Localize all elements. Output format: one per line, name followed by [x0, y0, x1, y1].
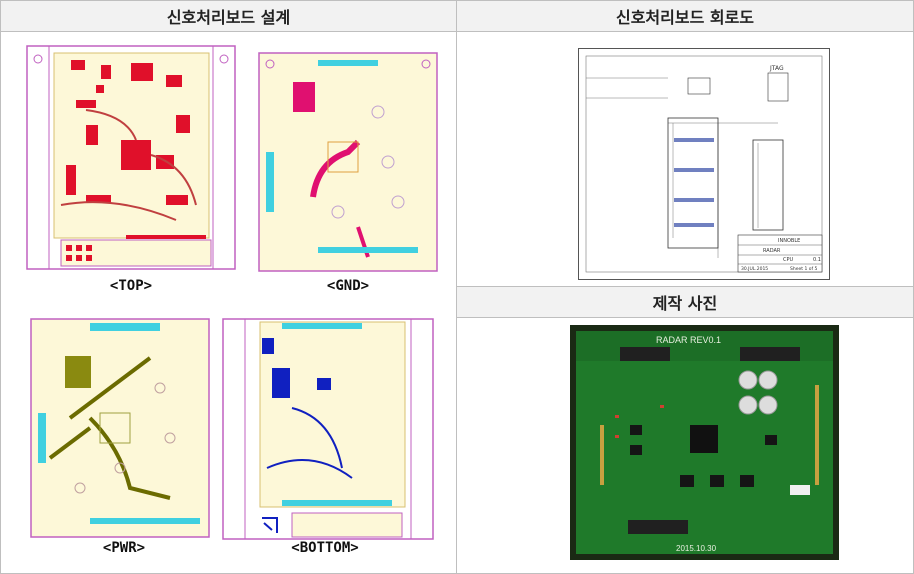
layer-caption-gnd: <GND> — [326, 278, 370, 294]
board-label: RADAR REV0.1 — [656, 335, 721, 345]
schematic-revision: 0.1 — [813, 257, 821, 263]
layer-caption-top: <TOP> — [109, 278, 153, 294]
schematic-drawing: JTAG INNOBLE RADAR CPU 0.1 30.JUL.2015 S… — [578, 48, 830, 280]
pcb-gnd-layer — [258, 52, 438, 272]
schematic-date: 30.JUL.2015 — [741, 266, 768, 272]
photo-header: 제작 사진 — [457, 287, 913, 318]
schematic-sheet: Sheet 1 of 5 — [790, 266, 818, 272]
pcb-pwr-layer — [30, 318, 210, 538]
design-header: 신호처리보드 설계 — [1, 1, 456, 32]
photo-title: 제작 사진 — [652, 294, 718, 313]
layer-caption-pwr: <PWR> — [102, 540, 146, 556]
board-photo: RADAR REV0.1 2015.10.30 — [570, 325, 839, 560]
schematic-company: INNOBLE — [778, 238, 800, 244]
schematic-jtag-label: JTAG — [769, 65, 784, 72]
design-title: 신호처리보드 설계 — [166, 8, 291, 27]
pcb-top-layer — [26, 45, 236, 270]
board-date: 2015.10.30 — [676, 544, 717, 553]
cell-divider — [457, 286, 913, 287]
schematic-sheet-name: CPU — [783, 257, 794, 263]
schematic-title-block: RADAR — [763, 248, 781, 254]
schematic-title: 신호처리보드 회로도 — [615, 8, 755, 27]
layer-caption-bottom: <BOTTOM> — [291, 540, 359, 556]
pcb-bottom-layer — [222, 318, 434, 540]
column-divider — [456, 0, 457, 574]
schematic-header: 신호처리보드 회로도 — [457, 1, 913, 32]
